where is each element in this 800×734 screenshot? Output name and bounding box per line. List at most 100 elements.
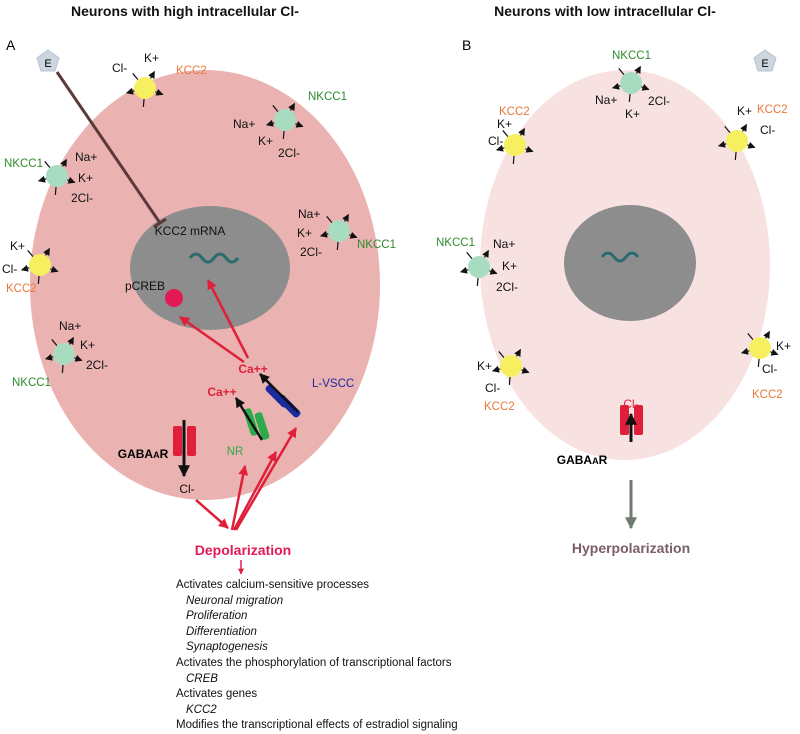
gabaar-channel-b [620, 405, 643, 435]
ion-label: K+ [80, 338, 95, 352]
ion-flux-arrow [50, 265, 59, 273]
ion-flux-arrow [502, 130, 509, 137]
kcc2-label: KCC2 [176, 65, 207, 77]
nkcc1-left-mid-b: NKCC1 Na+ K+ 2Cl- [436, 237, 518, 294]
ion-flux-arrow [61, 364, 64, 373]
panel-b-title: Neurons with low intracellular Cl- [494, 3, 716, 19]
ion-flux-arrow [717, 140, 727, 148]
ion-label: 2Cl- [86, 358, 108, 372]
ion-label: K+ [625, 107, 640, 121]
gabaar-label-b: GABAAR [557, 453, 608, 467]
panel-b-letter: B [462, 37, 471, 53]
ion-label: K+ [502, 259, 517, 273]
estradiol-label: E [44, 58, 51, 70]
ion-label: K+ [297, 226, 312, 240]
ion-flux-arrow [508, 376, 511, 385]
inhibition-bar [153, 217, 167, 229]
ion-label: 2Cl- [496, 280, 518, 294]
ion-flux-arrow [43, 247, 51, 256]
nkcc1-label: NKCC1 [308, 91, 347, 103]
pcreb-icon [165, 289, 183, 307]
ion-label: 2Cl- [300, 245, 322, 259]
estradiol-inhibition-line [55, 71, 162, 224]
ion-label: K+ [144, 51, 159, 65]
ion-flux-arrow [724, 126, 731, 133]
panel-a-letter: A [6, 37, 16, 53]
ion-label: 2Cl- [648, 94, 670, 108]
depol-to-lvscc-arrow [234, 427, 298, 531]
panel-a: Neurons with high intracellular Cl- A E … [2, 3, 396, 575]
ion-flux-arrow [740, 347, 750, 355]
effect-line: Activates calcium-sensitive processes [176, 579, 370, 591]
ion-label: Na+ [595, 93, 617, 107]
ion-label: Na+ [233, 117, 255, 131]
kcc2-mrna-label: KCC2 mRNA [155, 224, 226, 238]
ion-flux-arrow [489, 267, 498, 275]
effect-line: Activates the phosphorylation of transcr… [176, 656, 452, 669]
estradiol-pentagon-icon [36, 49, 60, 72]
nkcc1-label: NKCC1 [12, 377, 51, 389]
kcc2-label: KCC2 [484, 401, 515, 413]
kcc2-top-a: Cl- K+ KCC2 [112, 51, 207, 107]
ion-flux-arrow [326, 216, 333, 223]
effect-line: Neuronal migration [186, 594, 284, 607]
ion-flux-arrow [459, 266, 469, 274]
ion-label: Cl- [488, 134, 503, 148]
ion-flux-arrow [628, 93, 631, 102]
ion-flux-arrow [518, 127, 526, 136]
ion-flux-arrow [618, 68, 625, 75]
cl-to-depolarization-arrow [195, 499, 229, 529]
nucleus-b [564, 205, 696, 321]
ion-flux-arrow [514, 348, 522, 357]
cl-out-label: Cl- [179, 482, 194, 496]
ion-label: Na+ [493, 237, 515, 251]
nkcc1-top-right-a: Na+ K+ 2Cl- NKCC1 [233, 91, 347, 160]
ion-flux-arrow [641, 83, 650, 91]
nr-label: NR [227, 446, 244, 458]
lvscc-label: L-VSCC [312, 378, 354, 390]
effect-line: Activates genes [176, 688, 258, 701]
ion-flux-arrow [288, 102, 296, 111]
ion-label: K+ [10, 239, 25, 253]
ion-label: 2Cl- [278, 146, 300, 160]
ion-flux-arrow [757, 358, 760, 367]
ion-flux-arrow [20, 264, 30, 272]
ion-flux-arrow [734, 151, 737, 160]
ion-flux-arrow [342, 213, 350, 222]
ion-flux-arrow [495, 144, 505, 152]
ion-label: K+ [497, 117, 512, 131]
estradiol-label-b: E [761, 58, 768, 70]
nr-ca-influx-arrow [234, 397, 264, 441]
ion-flux-arrow [349, 231, 358, 239]
ion-flux-arrow [132, 73, 139, 80]
effect-line: Modifies the transcriptional effects of … [176, 719, 458, 732]
ion-flux-arrow [747, 333, 754, 340]
ion-flux-arrow [44, 161, 51, 168]
hyperpolarization-label: Hyperpolarization [572, 540, 690, 556]
ion-flux-arrow [336, 241, 339, 250]
ion-flux-arrow [611, 82, 621, 90]
ion-label: Cl- [762, 362, 777, 376]
ion-flux-arrow [498, 351, 505, 358]
nkcc1-top-b: NKCC1 Na+ K+ 2Cl- [595, 50, 670, 121]
ion-flux-arrow [37, 175, 47, 183]
depol-to-nr-arrow [230, 465, 249, 531]
ca-to-pcreb-arrow [179, 315, 245, 364]
kcc2-right-upper-b: KCC2 K+ Cl- [717, 104, 788, 160]
ion-flux-arrow [27, 250, 34, 257]
ion-flux-arrow [67, 336, 75, 345]
effect-line: KCC2 [186, 703, 217, 716]
depol-to-nr2-arrow [232, 451, 278, 531]
ion-flux-arrow [634, 65, 642, 74]
ion-label: K+ [258, 134, 273, 148]
kcc2-left-upper-b: KCC2 K+ Cl- [488, 106, 534, 164]
ion-flux-arrow [60, 158, 68, 167]
ion-flux-arrow [51, 339, 58, 346]
cl-in-label: Cl- [623, 397, 638, 411]
kcc2-left-lower-b: K+ Cl- KCC2 [477, 348, 530, 413]
ion-label: K+ [78, 171, 93, 185]
ion-flux-arrow [491, 365, 501, 373]
mrna-strand-icon [188, 252, 240, 264]
